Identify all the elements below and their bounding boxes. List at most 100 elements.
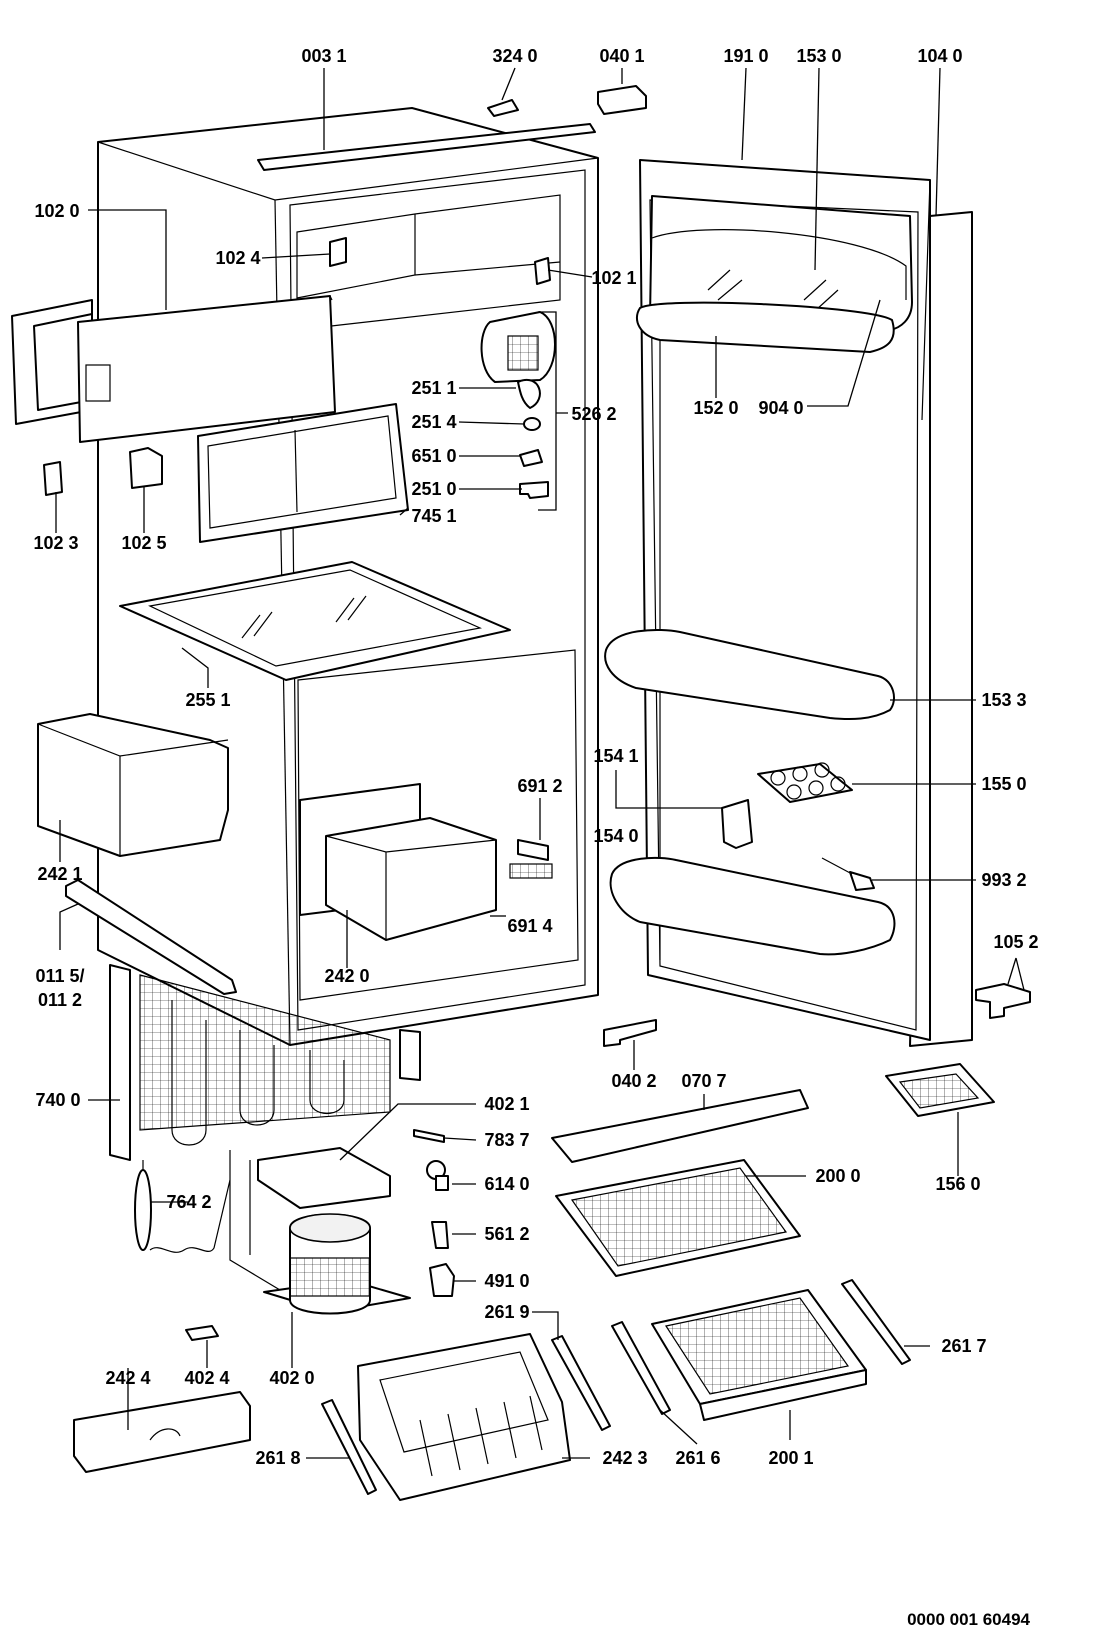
part-label: 324 0 xyxy=(492,46,537,66)
slide-rail xyxy=(611,1321,671,1415)
door xyxy=(639,159,973,1047)
part-label: 070 7 xyxy=(681,1071,726,1091)
ice-tray xyxy=(885,1063,995,1117)
freezer-door xyxy=(11,295,336,443)
dairy-compartment xyxy=(635,195,913,353)
part-label: 102 3 xyxy=(33,533,78,553)
crisper-box xyxy=(37,713,229,857)
part-label: 561 2 xyxy=(484,1224,529,1244)
bracket-small xyxy=(129,447,163,489)
basket xyxy=(357,1333,571,1501)
part-label: 242 4 xyxy=(105,1368,150,1388)
part-label: 102 4 xyxy=(215,248,260,268)
part-label: 200 0 xyxy=(815,1166,860,1186)
part-label: 261 6 xyxy=(675,1448,720,1468)
relay-part xyxy=(426,1160,449,1191)
door-shelf xyxy=(609,856,896,956)
bottle-holder xyxy=(721,799,753,849)
part-label: 153 3 xyxy=(981,690,1026,710)
wire xyxy=(821,857,853,875)
small-part xyxy=(413,1129,445,1143)
part-label: 011 2 xyxy=(38,990,82,1010)
egg-tray xyxy=(757,762,853,803)
bracket-part xyxy=(603,1019,657,1047)
part-label: 200 1 xyxy=(768,1448,813,1468)
part-label: 191 0 xyxy=(723,46,768,66)
compressor-bracket xyxy=(257,1147,391,1209)
part-label: 251 0 xyxy=(411,479,456,499)
slide-rail xyxy=(841,1279,911,1365)
part-label: 783 7 xyxy=(484,1130,529,1150)
part-label: 242 1 xyxy=(37,864,82,884)
part-label: 105 2 xyxy=(993,932,1038,952)
bracket-part xyxy=(597,85,647,115)
clip-part xyxy=(487,99,519,117)
part-label: 904 0 xyxy=(758,398,803,418)
small-part xyxy=(431,1221,449,1249)
slide-rail xyxy=(321,1399,377,1495)
part-label: 102 0 xyxy=(34,201,79,221)
reference-number: 0000 001 60494 xyxy=(907,1610,1030,1629)
cover-part xyxy=(73,1391,251,1473)
part-label: 261 9 xyxy=(484,1302,529,1322)
part-label: 251 4 xyxy=(411,412,456,432)
rail xyxy=(65,879,237,995)
glass-shelf xyxy=(119,561,511,681)
part-label: 102 5 xyxy=(121,533,166,553)
hinge-part xyxy=(975,983,1031,1019)
hinge-part xyxy=(43,461,63,496)
part-label: 153 0 xyxy=(796,46,841,66)
part-label: 261 7 xyxy=(941,1336,986,1356)
small-part xyxy=(329,237,347,267)
crisper-box xyxy=(299,783,497,941)
part-label: 102 1 xyxy=(591,268,636,288)
slide-rail xyxy=(551,1335,611,1431)
part-label: 993 2 xyxy=(981,870,1026,890)
small-part xyxy=(849,871,875,891)
drawer-shelf xyxy=(651,1289,867,1421)
part-label: 251 1 xyxy=(411,378,456,398)
part-label: 242 3 xyxy=(602,1448,647,1468)
top-strip xyxy=(257,123,596,171)
part-label: 740 0 xyxy=(35,1090,80,1110)
wire-shelf xyxy=(555,1159,801,1277)
part-label: 011 5/ xyxy=(35,966,84,986)
part-label: 255 1 xyxy=(185,690,230,710)
part-label: 155 0 xyxy=(981,774,1026,794)
part-label: 003 1 xyxy=(301,46,346,66)
part-label: 614 0 xyxy=(484,1174,529,1194)
part-label: 651 0 xyxy=(411,446,456,466)
light-switch xyxy=(509,863,553,879)
part-label: 154 1 xyxy=(593,746,638,766)
part-label: 745 1 xyxy=(411,506,456,526)
part-labels: 003 1 324 0 040 1 191 0 153 0 104 0 102 … xyxy=(33,46,1038,1468)
part-label: 156 0 xyxy=(935,1174,980,1194)
small-part xyxy=(534,257,551,285)
part-label: 261 8 xyxy=(255,1448,300,1468)
part-label: 526 2 xyxy=(571,404,616,424)
part-label: 764 2 xyxy=(166,1192,211,1212)
duct-part xyxy=(551,1089,809,1163)
part-label: 491 0 xyxy=(484,1271,529,1291)
light-part xyxy=(517,839,549,861)
part-label: 691 4 xyxy=(507,916,552,936)
capillary-coil xyxy=(134,1160,231,1253)
part-label: 152 0 xyxy=(693,398,738,418)
part-label: 104 0 xyxy=(917,46,962,66)
thermostat-assembly xyxy=(480,311,556,499)
freezer-shelf xyxy=(197,403,409,543)
part-label: 040 2 xyxy=(611,1071,656,1091)
leader-lines xyxy=(55,67,1025,1459)
door-shelf xyxy=(604,628,895,720)
part-label: 242 0 xyxy=(324,966,369,986)
part-label: 402 0 xyxy=(269,1368,314,1388)
part-label: 154 0 xyxy=(593,826,638,846)
part-label: 691 2 xyxy=(517,776,562,796)
compressor xyxy=(229,1150,411,1315)
part-label: 402 4 xyxy=(184,1368,229,1388)
part-label: 040 1 xyxy=(599,46,644,66)
small-part xyxy=(429,1263,455,1297)
small-part xyxy=(185,1325,219,1341)
part-label: 402 1 xyxy=(484,1094,529,1114)
